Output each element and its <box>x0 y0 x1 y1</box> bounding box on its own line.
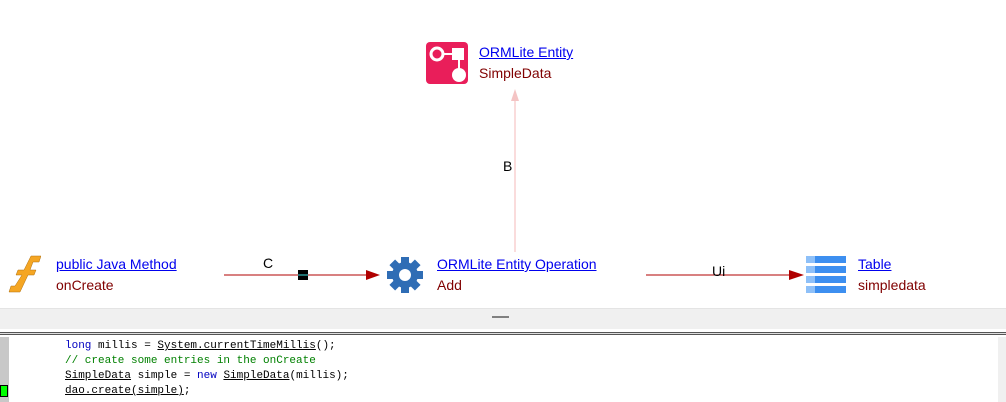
function-icon <box>8 255 41 293</box>
code-link[interactable]: dao.create(simple) <box>65 385 184 397</box>
edge-b-label: B <box>503 158 513 174</box>
code-line-4: dao.create(simple); <box>65 385 190 397</box>
diagram-edges <box>224 89 804 280</box>
edge-c-label: C <box>263 255 274 271</box>
code-text: ; <box>183 385 191 397</box>
edge-ui-label: Ui <box>712 263 726 279</box>
node-entity-title[interactable]: ORMLite Entity <box>479 44 574 60</box>
code-text: simple = <box>131 370 198 382</box>
edge-c[interactable] <box>224 270 380 280</box>
code-text: millis = <box>91 340 158 352</box>
separator <box>0 332 1006 335</box>
node-method-title[interactable]: public Java Method <box>56 256 177 272</box>
gear-icon <box>387 257 423 293</box>
code-scrollbar[interactable] <box>998 337 1006 402</box>
panel-splitter[interactable] <box>0 308 1006 329</box>
code-gutter <box>0 337 9 402</box>
code-line-2: // create some entries in the onCreate <box>65 355 316 367</box>
node-table-subtitle: simpledata <box>858 277 926 293</box>
code-text: (millis); <box>289 370 349 382</box>
node-operation-subtitle: Add <box>437 277 462 293</box>
node-operation-title[interactable]: ORMLite Entity Operation <box>437 256 597 272</box>
code-text: (); <box>315 340 336 352</box>
code-link[interactable]: System.currentTimeMillis <box>157 340 316 352</box>
code-link[interactable]: SimpleData <box>65 370 132 382</box>
node-method-subtitle: onCreate <box>56 277 114 293</box>
edge-ui[interactable] <box>646 270 804 280</box>
code-link[interactable]: SimpleData <box>223 370 290 382</box>
splitter-handle[interactable] <box>492 316 509 318</box>
current-line-marker <box>0 385 8 397</box>
keyword: long <box>65 340 92 352</box>
table-icon <box>806 256 846 293</box>
code-line-1: long millis = System.currentTimeMillis()… <box>65 340 336 352</box>
entity-icon <box>426 42 468 84</box>
keyword: new <box>197 370 217 382</box>
edge-b[interactable] <box>511 89 519 252</box>
node-table-title[interactable]: Table <box>858 256 892 272</box>
node-entity-subtitle: SimpleData <box>479 65 552 81</box>
code-line-3: SimpleData simple = new SimpleData(milli… <box>65 370 349 382</box>
